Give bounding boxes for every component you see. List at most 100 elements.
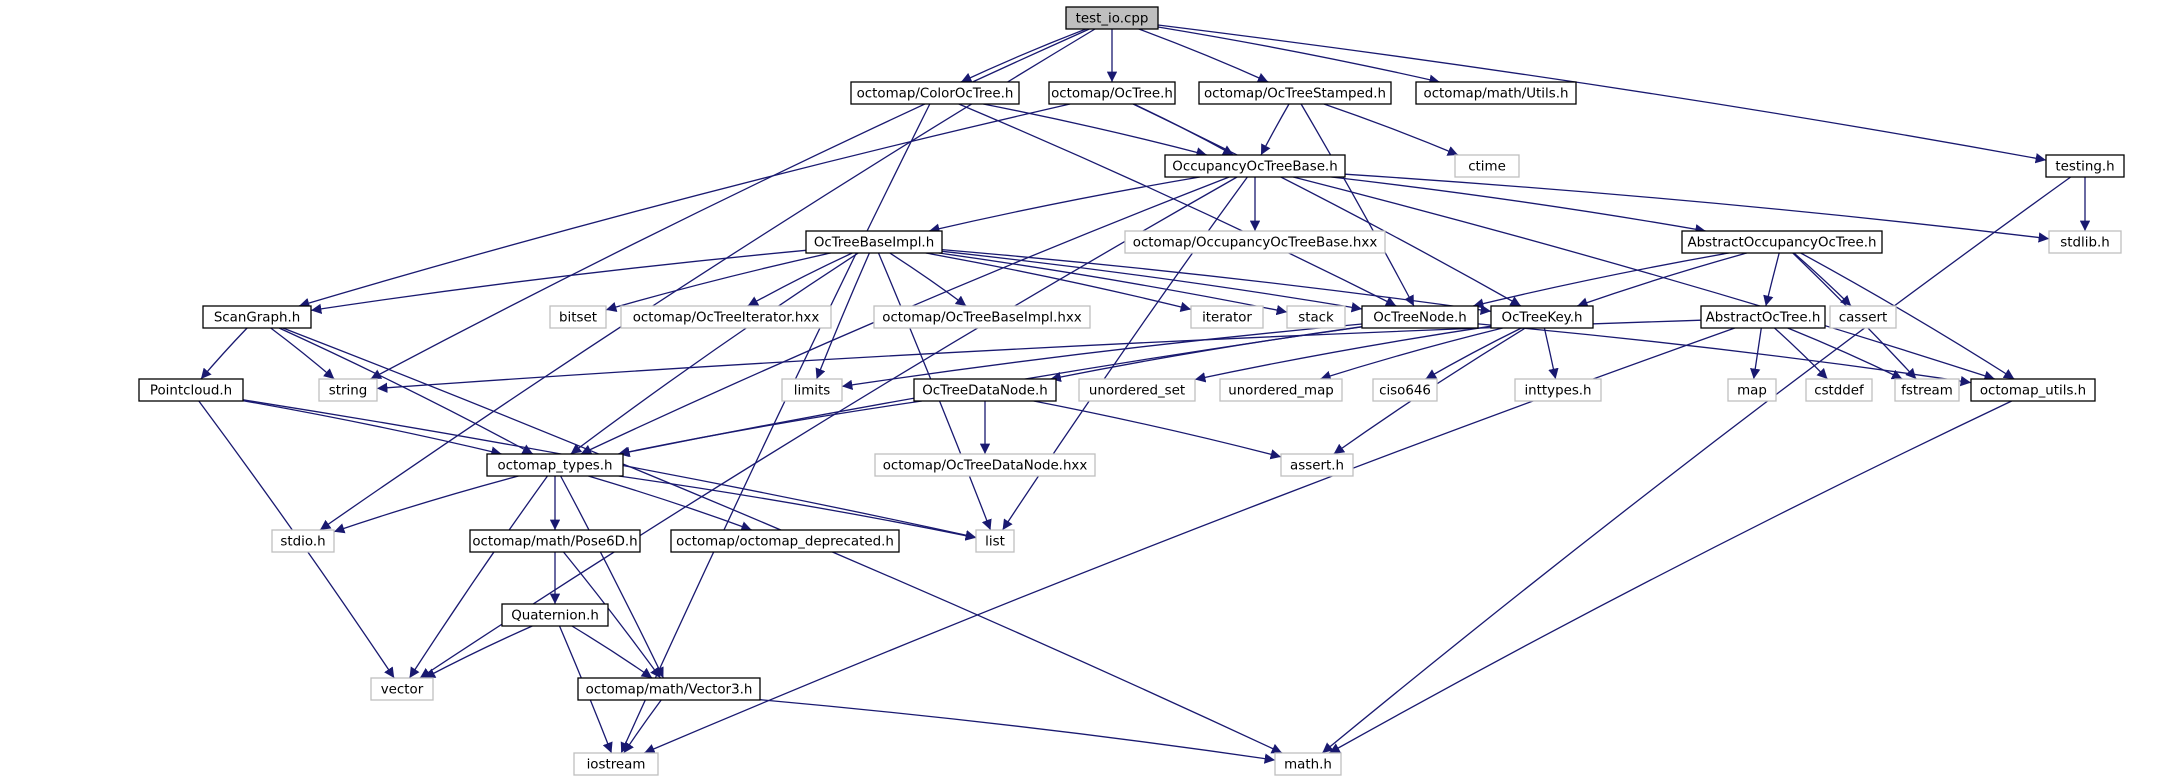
edge-octreenode-to-limits [841, 323, 1363, 391]
node-mathh: math.h [1274, 752, 1342, 776]
node-label: ctime [1468, 160, 1506, 175]
node-abstractoctree[interactable]: AbstractOcTree.h [1700, 305, 1826, 329]
node-box [1727, 378, 1777, 402]
node-box [975, 529, 1015, 553]
edge-coloroctree-to-iostream [620, 103, 931, 754]
edge-pointcloud-to-types [242, 400, 502, 457]
node-datanode[interactable]: OcTreeDataNode.h [913, 378, 1057, 402]
node-label: cassert [1839, 311, 1888, 326]
node-box [573, 752, 659, 776]
edge-utils-to-mathh [1328, 400, 2012, 754]
node-label: ScanGraph.h [214, 311, 300, 326]
node-vector3[interactable]: octomap/math/Vector3.h [577, 677, 761, 701]
node-box [1048, 81, 1176, 105]
node-label: OcTreeKey.h [1502, 311, 1583, 326]
edge-octreebaseimpl-to-scangraph [310, 249, 807, 314]
node-octreekey[interactable]: OcTreeKey.h [1490, 305, 1594, 329]
edge-abstractoctree-to-fstream [1787, 327, 1903, 380]
edge-types-to-list [618, 475, 977, 541]
node-iteratorhxx: octomap/OcTreeIterator.hxx [620, 305, 832, 329]
node-box [2045, 154, 2125, 178]
node-pointcloud[interactable]: Pointcloud.h [138, 378, 244, 402]
edge-abstractoctree-to-map [1750, 327, 1762, 380]
edge-octreestamped-to-octreenode [1300, 103, 1415, 307]
node-unordered-set: unordered_set [1078, 378, 1196, 402]
node-fstream: fstream [1894, 378, 1960, 402]
edge-occbase-to-vector [419, 176, 1238, 679]
node-octreestamped[interactable]: octomap/OcTreeStamped.h [1198, 81, 1392, 105]
node-box [1490, 305, 1594, 329]
edge-scangraph-to-pointcloud [200, 327, 248, 380]
edge-abstractoctree-to-cstddef [1774, 327, 1828, 380]
node-box [1361, 305, 1479, 329]
node-box [1124, 230, 1386, 254]
edge-types-to-vector3 [560, 475, 664, 679]
node-box [2048, 230, 2122, 254]
node-test-io[interactable]: test_io.cpp [1065, 6, 1159, 30]
node-label: octomap/OcTreeBaseImpl.hxx [882, 311, 1082, 326]
edge-scangraph-to-string [270, 327, 335, 380]
node-box [1829, 305, 1897, 329]
edge-octree-to-octreekey [1132, 103, 1522, 307]
edge-test-io-to-coloroctree [960, 28, 1087, 83]
node-pose6d[interactable]: octomap/math/Pose6D.h [469, 529, 641, 553]
node-label: math.h [1284, 758, 1332, 773]
node-box [1198, 81, 1392, 105]
edge-occbase-to-octreebaseimpl [928, 176, 1201, 234]
edge-octreekey-to-unordered-set [1194, 325, 1492, 383]
node-scangraph[interactable]: ScanGraph.h [202, 305, 312, 329]
node-quaternion[interactable]: Quaternion.h [501, 603, 609, 627]
node-cassert: cassert [1829, 305, 1897, 329]
node-box [138, 378, 244, 402]
node-cstddef: cstddef [1805, 378, 1873, 402]
node-box [1274, 752, 1342, 776]
node-label: AbstractOcTree.h [1706, 311, 1821, 326]
node-label: string [329, 384, 367, 399]
node-datanodehxx: octomap/OcTreeDataNode.hxx [874, 453, 1096, 477]
node-bitset: bitset [549, 305, 607, 329]
node-label: assert.h [1290, 459, 1344, 474]
node-testing[interactable]: testing.h [2045, 154, 2125, 178]
edge-testing-to-mathh [1321, 176, 2072, 754]
node-vector: vector [370, 677, 434, 701]
node-asserth: assert.h [1280, 453, 1354, 477]
node-box [486, 453, 624, 477]
node-label: iterator [1202, 311, 1252, 326]
node-box [202, 305, 312, 329]
node-occbasehxx: octomap/OccupancyOcTreeBase.hxx [1124, 230, 1386, 254]
node-label: cstddef [1814, 384, 1864, 399]
node-occbase[interactable]: OccupancyOcTreeBase.h [1164, 154, 1346, 178]
node-box [1219, 378, 1343, 402]
node-octreenode[interactable]: OcTreeNode.h [1361, 305, 1479, 329]
node-box [1164, 154, 1346, 178]
node-box [501, 603, 609, 627]
node-label: octomap/math/Utils.h [1424, 87, 1569, 102]
edge-types-to-vector [408, 475, 549, 679]
node-abstractocc[interactable]: AbstractOccupancyOcTree.h [1681, 230, 1883, 254]
node-label: octomap/OcTreeStamped.h [1204, 87, 1386, 102]
node-box [1280, 453, 1354, 477]
edge-test-io-to-string [370, 28, 1090, 380]
node-octree[interactable]: octomap/OcTree.h [1048, 81, 1176, 105]
node-mathutils[interactable]: octomap/math/Utils.h [1415, 81, 1577, 105]
node-utils[interactable]: octomap_utils.h [1970, 378, 2096, 402]
node-box [271, 529, 335, 553]
node-deprecated[interactable]: octomap/octomap_deprecated.h [670, 529, 900, 553]
edge-pose6d-to-vector3 [562, 551, 662, 679]
edge-test-io-to-octreestamped [1138, 28, 1269, 83]
node-box [1700, 305, 1826, 329]
edge-occbase-to-list [1002, 176, 1248, 531]
node-octreebaseimpl[interactable]: OcTreeBaseImpl.h [805, 230, 943, 254]
edge-octreebaseimpl-to-stack [938, 252, 1288, 316]
edge-quaternion-to-vector [424, 625, 533, 679]
node-box [577, 677, 761, 701]
node-types[interactable]: octomap_types.h [486, 453, 624, 477]
node-box [873, 305, 1091, 329]
node-box [1454, 154, 1520, 178]
node-unordered-map: unordered_map [1219, 378, 1343, 402]
node-label: iostream [587, 758, 646, 773]
node-coloroctree[interactable]: octomap/ColorOcTree.h [850, 81, 1020, 105]
node-box [805, 230, 943, 254]
edge-octreestamped-to-ctime [1323, 103, 1459, 156]
